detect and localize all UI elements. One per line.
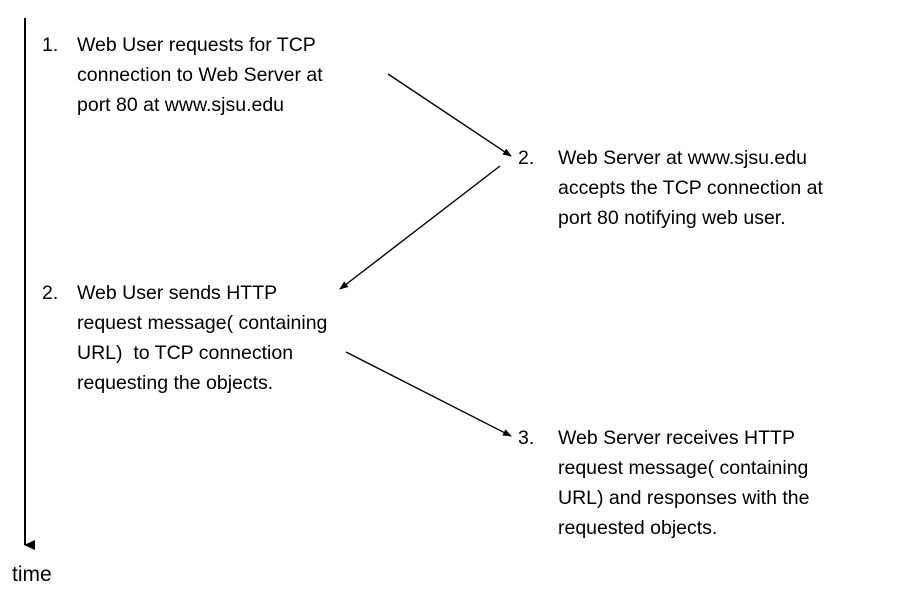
- step-text: Web Server receives HTTP request message…: [558, 423, 809, 543]
- step-text-line: Web User sends HTTP: [77, 282, 278, 304]
- step-text: Web User sends HTTP request message( con…: [77, 278, 327, 398]
- step-block-3-right: 3. Web Server receives HTTP request mess…: [518, 423, 809, 543]
- step-number: 3.: [518, 427, 535, 449]
- arrow-step1-to-step2: [387, 73, 512, 157]
- step-text-line: Web Server at www.sjsu.edu: [558, 147, 807, 169]
- step-number: 1.: [42, 34, 59, 56]
- step-text-line: URL) and responses with the: [558, 487, 810, 509]
- step-row: 2. Web Server at www.sjsu.edu accepts th…: [518, 143, 823, 233]
- step-block-1: 1. Web User requests for TCP connection …: [42, 30, 323, 120]
- step-number: 2.: [42, 282, 59, 304]
- step-text-line: port 80 notifying web user.: [558, 207, 786, 229]
- arrow-step2-to-step2left: [339, 165, 501, 290]
- step-number: 2.: [518, 147, 535, 169]
- step-text-line: port 80 at www.sjsu.edu: [77, 94, 285, 116]
- step-text-line: request message( containing: [77, 312, 328, 334]
- step-row: 3. Web Server receives HTTP request mess…: [518, 423, 809, 543]
- step-block-2-left: 2. Web User sends HTTP request message( …: [42, 278, 327, 398]
- step-text-line: Web User requests for TCP: [77, 34, 316, 56]
- step-text-line: accepts the TCP connection at: [558, 177, 823, 199]
- step-text-line: requesting the objects.: [77, 372, 274, 394]
- step-text-line: URL) to TCP connection: [77, 342, 294, 364]
- step-row: 2. Web User sends HTTP request message( …: [42, 278, 327, 398]
- step-text-line: requested objects.: [558, 517, 718, 539]
- step-text-line: Web Server receives HTTP: [558, 427, 795, 449]
- step-text: Web User requests for TCP connection to …: [77, 30, 323, 120]
- step-text-line: connection to Web Server at: [77, 64, 323, 86]
- arrow-step2left-to-step3: [345, 351, 512, 437]
- time-axis-label: time: [12, 563, 52, 586]
- step-block-2-right: 2. Web Server at www.sjsu.edu accepts th…: [518, 143, 823, 233]
- step-text: Web Server at www.sjsu.edu accepts the T…: [558, 143, 823, 233]
- step-row: 1. Web User requests for TCP connection …: [42, 30, 323, 120]
- step-text-line: request message( containing: [558, 457, 809, 479]
